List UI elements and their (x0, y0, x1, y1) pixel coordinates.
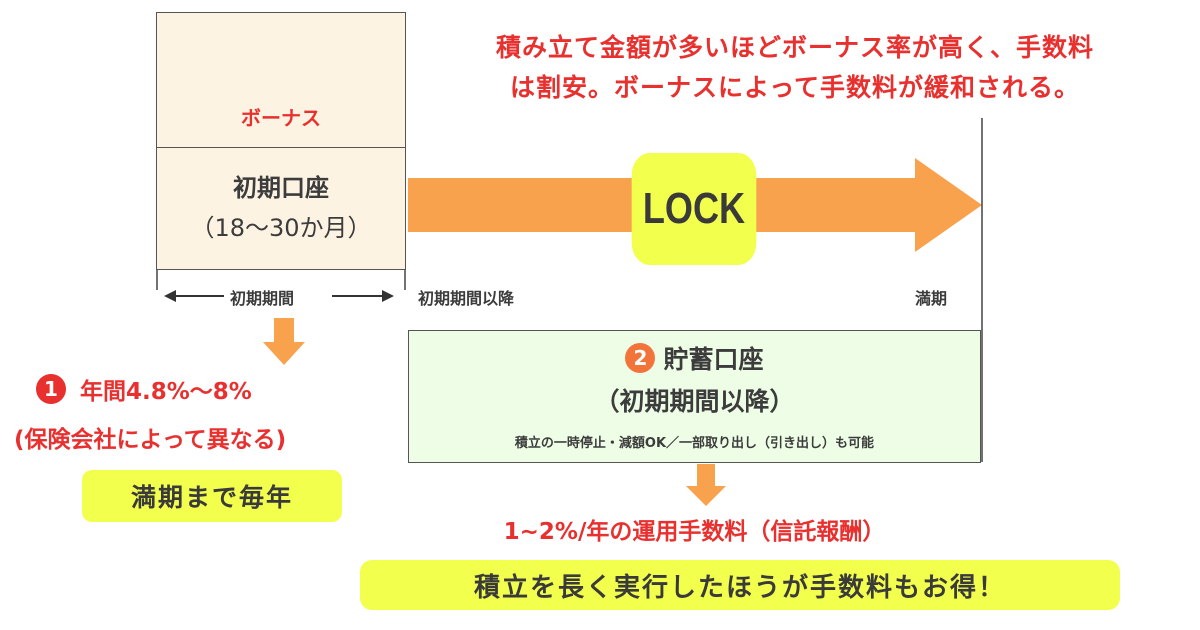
number-one-icon: 1 (36, 374, 66, 404)
lock-badge: LOCK (631, 153, 757, 265)
fee-line: 1~2%/年の運用手数料（信託報酬） (503, 519, 886, 545)
maturity-label: 満期 (915, 289, 948, 308)
headline-line2: は割安。ボーナスによって手数料が緩和される。 (509, 73, 1080, 102)
bonus-rate-line: 1 年間4.8%〜8% (36, 372, 252, 406)
bonus-rate-text: 年間4.8%〜8% (80, 379, 252, 405)
arrowhead-right-icon (382, 290, 394, 302)
bonus-label: ボーナス (241, 106, 321, 130)
until-maturity-badge: 満期まで毎年 (82, 470, 342, 522)
savings-account-title-text: 貯蓄口座 (663, 345, 764, 374)
savings-account-subtitle: （初期期間以降） (594, 387, 795, 416)
savings-account-title: 2 貯蓄口座 (408, 340, 981, 376)
arrowhead-left-icon (164, 290, 176, 302)
number-two-icon: 2 (625, 343, 656, 373)
headline: 積み立て金額が多いほどボーナス率が高く、手数料 は割安。ボーナスによって手数料が… (410, 28, 1180, 108)
savings-account-note: 積立の一時停止・減額OK／一部取り出し（引き出し）も可能 (514, 436, 875, 451)
savings-account-box (408, 330, 981, 463)
after-period-label: 初期期間以降 (418, 289, 515, 308)
initial-account-title: 初期口座 (233, 174, 329, 202)
initial-period-label: 初期期間 (230, 289, 295, 308)
down-arrow-bonus (263, 318, 305, 365)
bonus-box (156, 12, 406, 147)
headline-line1: 積み立て金額が多いほどボーナス率が高く、手数料 (495, 33, 1094, 62)
initial-account-box (156, 147, 406, 270)
initial-account-subtitle: （18〜30か月） (190, 214, 372, 242)
bonus-rate-note: (保険会社によって異なる) (14, 427, 287, 453)
conclusion-badge: 積立を長く実行したほうが手数料もお得！ (360, 560, 1120, 610)
down-arrow-fee (686, 464, 726, 506)
